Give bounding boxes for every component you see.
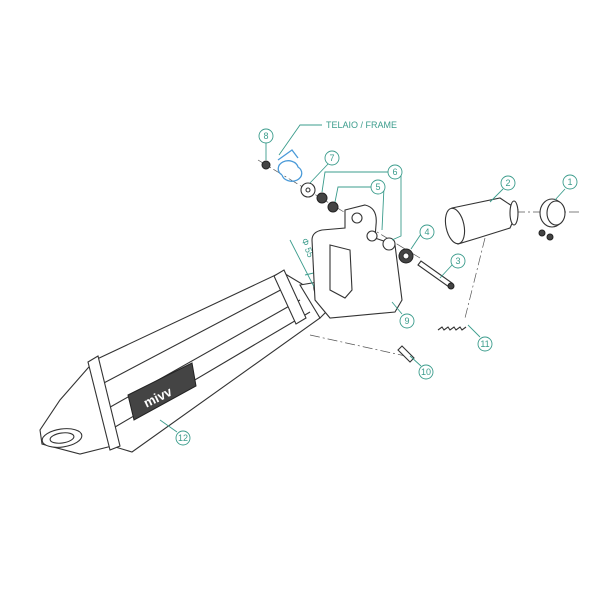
svg-text:2: 2 xyxy=(505,178,510,188)
bush-6a xyxy=(316,192,328,204)
svg-text:6: 6 xyxy=(392,167,397,177)
spacer-5b xyxy=(366,230,378,242)
callout-2: 2 xyxy=(500,175,516,191)
callout-12: 12 xyxy=(175,430,191,446)
nut-8 xyxy=(261,160,271,170)
svg-text:4: 4 xyxy=(424,227,429,237)
svg-text:3: 3 xyxy=(455,256,460,266)
svg-text:5: 5 xyxy=(375,182,380,192)
svg-text:11: 11 xyxy=(480,339,489,349)
spring-11 xyxy=(437,326,467,331)
callout-7: 7 xyxy=(324,150,340,166)
bolt-3 xyxy=(417,260,453,288)
callout-5: 5 xyxy=(370,179,386,195)
frame-bracket-ref xyxy=(277,149,303,182)
callout-11: 11 xyxy=(477,336,493,352)
pin-axis xyxy=(309,334,411,358)
callout-8: 8 xyxy=(258,128,274,144)
callout-3: 3 xyxy=(450,253,466,269)
svg-text:12: 12 xyxy=(178,433,188,443)
link-pipe xyxy=(444,197,519,245)
frame-label: TELAIO / FRAME xyxy=(326,120,397,130)
svg-text:10: 10 xyxy=(421,367,431,377)
spacer-5a xyxy=(327,201,339,213)
callout-9: 9 xyxy=(399,313,415,329)
callout-4: 4 xyxy=(419,224,435,240)
svg-text:8: 8 xyxy=(263,131,268,141)
spring-axis xyxy=(464,237,486,319)
pin-10 xyxy=(397,345,415,363)
muffler-silencer: mivv xyxy=(39,269,331,455)
callout-1: 1 xyxy=(562,174,578,190)
bush-6b xyxy=(382,237,396,251)
callout-10: 10 xyxy=(418,364,434,380)
svg-text:9: 9 xyxy=(404,316,409,326)
exhaust-clamp xyxy=(538,198,566,241)
svg-text:1: 1 xyxy=(567,177,572,187)
callout-6: 6 xyxy=(387,164,403,180)
svg-text:7: 7 xyxy=(329,153,334,163)
